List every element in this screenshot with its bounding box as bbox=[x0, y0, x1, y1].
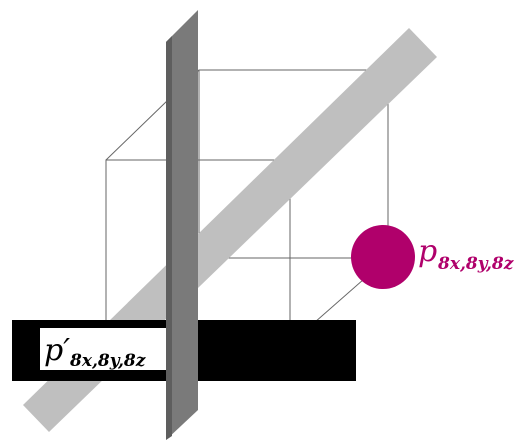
point-marker bbox=[351, 225, 415, 289]
vertical-plane-edge bbox=[166, 36, 172, 440]
point-symbol: p bbox=[418, 234, 437, 269]
label-box bbox=[40, 328, 166, 370]
point-prime-symbol: p′ bbox=[44, 333, 70, 368]
vertical-plane bbox=[166, 10, 198, 440]
point-subscript: 8x,8y,8z bbox=[437, 254, 514, 274]
point-prime-subscript: 8x,8y,8z bbox=[69, 351, 146, 371]
